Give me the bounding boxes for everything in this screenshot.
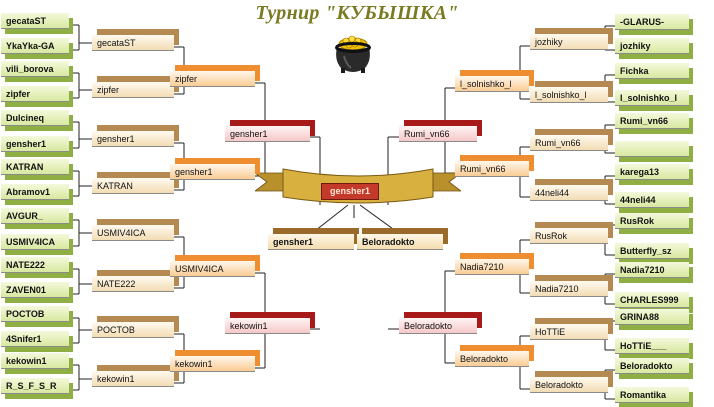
right-r4-player: Rumi_vn66 (399, 126, 477, 142)
right-r1-player: CHARLES999 (615, 292, 689, 308)
left-r1-player: zipfer (1, 86, 69, 102)
champion-label: gensher1 (321, 183, 379, 200)
right-r1-player: 44neli44 (615, 192, 689, 208)
left-r3-player: gensher1 (170, 164, 255, 180)
right-r2-player: 44neli44 (530, 185, 608, 201)
left-r2-player: KATRAN (92, 178, 174, 194)
left-r1-player: vili_borova (1, 61, 69, 77)
right-r2-player: Beloradokto (530, 377, 608, 393)
right-r1-player: GRINA88 (615, 309, 689, 325)
bracket-connector (359, 204, 401, 235)
left-r2-player: NATE222 (92, 276, 174, 292)
right-r1-player: l_solnishko_l (615, 90, 689, 106)
right-r1-player: RusRok (615, 213, 689, 229)
right-r2-player: jozhiky (530, 34, 608, 50)
right-r1-player: Rumi_vn66 (615, 113, 689, 129)
left-r4-player: kekowin1 (225, 318, 310, 334)
right-r2-player: HoTTiE (530, 324, 608, 340)
left-r1-player: AVGUR_ (1, 208, 69, 224)
final-right-player: Beloradokto (357, 234, 443, 250)
left-r1-player: gecataST (1, 13, 69, 29)
left-r1-player: R_S_F_S_R (1, 378, 69, 394)
right-r2-player: l_solnishko_l (530, 87, 608, 103)
left-r2-player: gensher1 (92, 131, 174, 147)
right-r3-player: l_solnishko_l (455, 76, 529, 92)
left-r1-player: gensher1 (1, 136, 69, 152)
right-r1-player: Butterfly_sz (615, 243, 689, 259)
left-r1-player: KATRAN (1, 159, 69, 175)
champion-banner (255, 168, 461, 204)
right-r1-player (615, 141, 689, 157)
left-r4-player: gensher1 (225, 126, 310, 142)
right-r3-player: Beloradokto (455, 351, 529, 367)
right-r3-player: Nadia7210 (455, 259, 529, 275)
right-r1-player: HoTTiE___ (615, 338, 689, 354)
left-r3-player: USMIV4ICA (170, 261, 255, 277)
right-r2-player: Rumi_vn66 (530, 135, 608, 151)
left-r1-player: kekowin1 (1, 353, 69, 369)
left-r1-player: YkaYka-GA (1, 38, 69, 54)
left-r2-player: gecataST (92, 35, 174, 51)
left-r1-player: POCTOB (1, 306, 69, 322)
pot-of-gold-icon (335, 35, 371, 73)
left-r2-player: zipfer (92, 82, 174, 98)
left-r1-player: ZAVEN01 (1, 282, 69, 298)
right-r1-player: Fichka (615, 63, 689, 79)
right-r1-player: jozhiky (615, 38, 689, 54)
left-r1-player: NATE222 (1, 257, 69, 273)
left-r1-player: USMIV4ICA (1, 234, 69, 250)
right-r1-player: Nadia7210 (615, 262, 689, 278)
left-r1-player: Dulcineq (1, 110, 69, 126)
left-r3-player: zipfer (170, 71, 255, 87)
right-r1-player: Beloradokto (615, 358, 689, 374)
left-r1-player: 4Snifer1 (1, 331, 69, 347)
left-r3-player: kekowin1 (170, 356, 255, 372)
left-r2-player: USMIV4ICA (92, 225, 174, 241)
left-r2-player: kekowin1 (92, 371, 174, 387)
right-r1-player: Romantika (615, 387, 689, 403)
tournament-title: Турнир "КУБЫШКА" (255, 2, 459, 24)
right-r3-player: Rumi_vn66 (455, 161, 529, 177)
final-left-player: gensher1 (268, 234, 354, 250)
right-r4-player: Beloradokto (399, 318, 477, 334)
right-r2-player: Nadia7210 (530, 281, 608, 297)
right-r1-player: karega13 (615, 164, 689, 180)
right-r1-player: -GLARUS- (615, 14, 689, 30)
right-r2-player: RusRok (530, 228, 608, 244)
bracket-connector (310, 204, 349, 235)
left-r2-player: POCTOB (92, 322, 174, 338)
left-r1-player: Abramov1 (1, 184, 69, 200)
